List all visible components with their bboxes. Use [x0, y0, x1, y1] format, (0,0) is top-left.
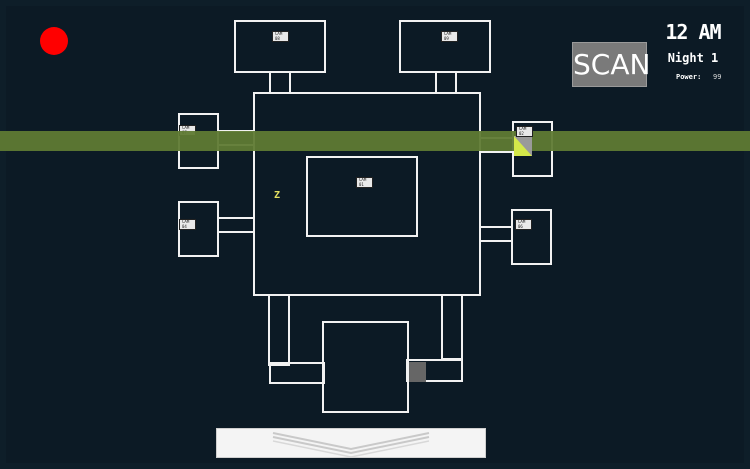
room-office	[322, 321, 409, 413]
cam-number: 06	[518, 223, 523, 229]
cam-label: CAM	[275, 31, 283, 36]
cam-number: 04	[182, 223, 187, 229]
animatronic-marker: Z	[274, 190, 281, 201]
camera-toggle-bar[interactable]	[216, 428, 486, 458]
room-center-stage	[306, 156, 418, 237]
hall-bottom-right	[441, 294, 463, 360]
room-top-right	[399, 20, 491, 73]
cam-label: CAM	[519, 126, 527, 131]
night-label: Night 1	[667, 51, 719, 65]
cam-button-center[interactable]: CAM 01	[356, 177, 373, 188]
record-indicator-icon	[40, 27, 68, 55]
cam-button-right-lower[interactable]: CAM 06	[515, 219, 532, 230]
clock-time: 12 AM	[665, 20, 721, 44]
hall-top-left	[269, 71, 291, 94]
scan-line-bar	[0, 131, 750, 151]
cam-label: CAM	[444, 31, 452, 36]
cam-label: CAM	[518, 219, 526, 224]
scan-button[interactable]: SCAN	[572, 42, 650, 87]
hall-bottom-left	[268, 294, 290, 366]
room-right-lower	[511, 209, 552, 265]
hall-right-lower	[479, 226, 513, 242]
cam-number: 09	[444, 35, 449, 41]
chevron-down-icon	[272, 432, 430, 457]
room-top-left	[234, 20, 326, 73]
cam-label: CAM	[359, 177, 367, 182]
cam-button-top-left[interactable]: CAM 08	[272, 31, 289, 42]
cam-button-left-lower[interactable]: CAM 04	[179, 219, 196, 230]
room-main-hall	[253, 92, 481, 296]
office-door-block	[409, 362, 426, 382]
hall-left-lower	[217, 217, 255, 233]
hall-top-right	[435, 71, 457, 94]
cam-button-top-right[interactable]: CAM 09	[441, 31, 458, 42]
cam-label: CAM	[182, 125, 190, 130]
cam-label: CAM	[182, 219, 190, 224]
power-label: Power:	[676, 73, 702, 81]
hall-office-left	[269, 362, 325, 384]
cam-highlight-triangle	[514, 136, 532, 156]
cam-button-right-upper[interactable]: CAM 02	[516, 126, 533, 137]
cam-number: 08	[275, 35, 280, 41]
cam-number: 01	[359, 181, 364, 187]
power-value: 99	[713, 73, 722, 81]
cam-number: 02	[519, 130, 524, 136]
